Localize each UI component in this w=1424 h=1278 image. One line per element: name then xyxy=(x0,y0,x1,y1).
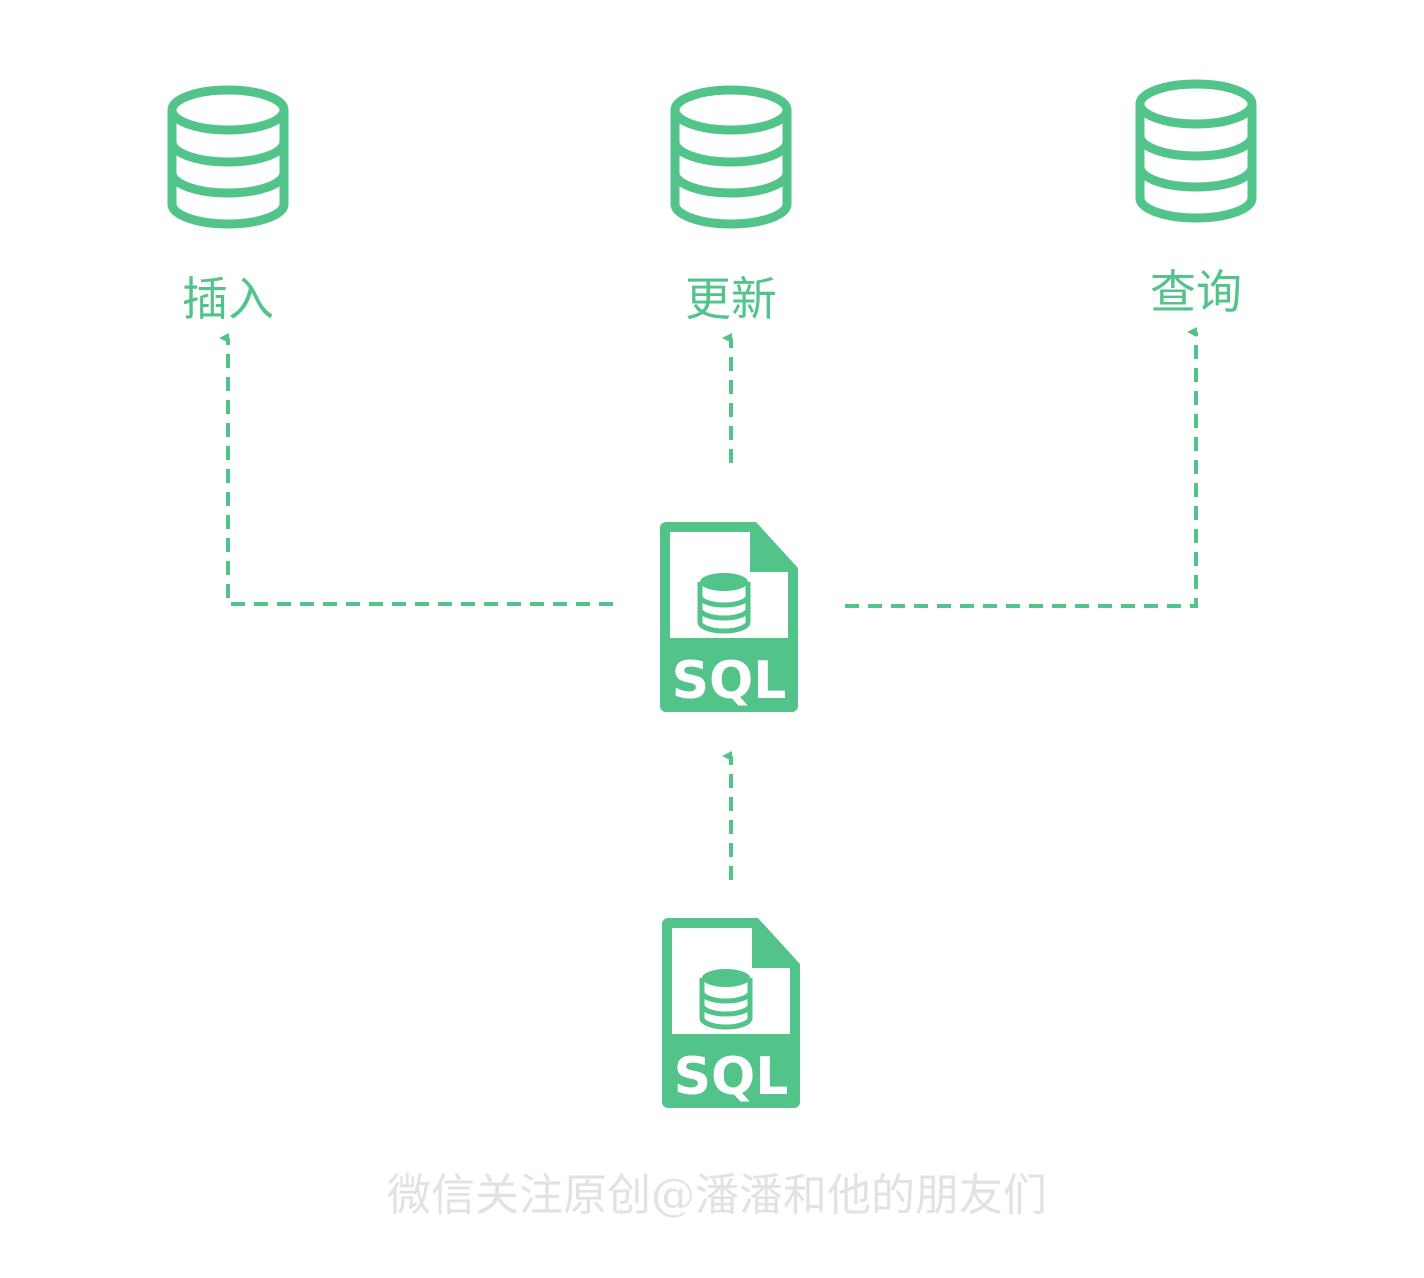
arrow-sql-to-insert xyxy=(219,333,613,606)
watermark-text: 微信关注原创@潘潘和他的朋友们 xyxy=(387,1170,1047,1221)
sql-source-label: SQL xyxy=(674,1047,789,1107)
label-insert: 插入 xyxy=(182,272,274,326)
database-icon-query xyxy=(1140,84,1252,218)
sql-center-label: SQL xyxy=(672,651,787,711)
sql-file-icon-source: SQL xyxy=(662,918,800,1108)
database-icon-insert xyxy=(172,90,284,224)
sql-file-icon-center: SQL xyxy=(660,522,798,712)
arrow-sql-to-query xyxy=(845,327,1198,608)
database-icon-update xyxy=(675,90,787,224)
label-query: 查询 xyxy=(1150,265,1242,319)
label-update: 更新 xyxy=(685,272,777,326)
